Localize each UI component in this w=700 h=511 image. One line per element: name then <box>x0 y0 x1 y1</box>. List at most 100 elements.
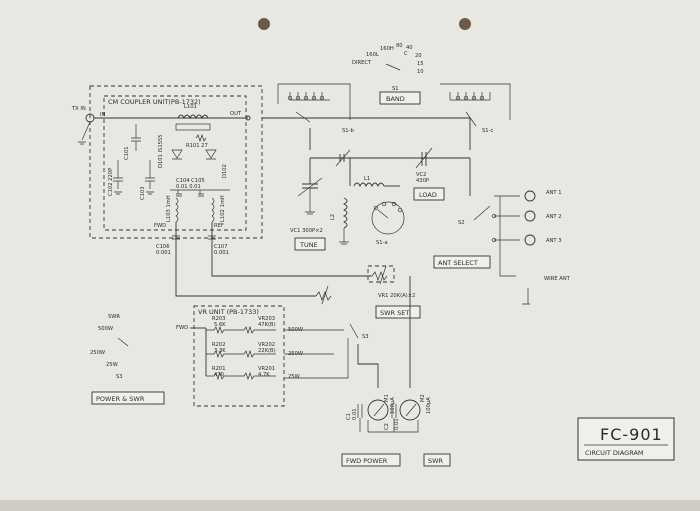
vr-25w-label: 25W <box>288 374 300 380</box>
s2-label: S2 <box>458 220 465 226</box>
m1-label: M1 <box>384 394 390 402</box>
diagram-subtitle: CIRCUIT DIAGRAM <box>585 449 644 457</box>
l101-core <box>175 123 211 131</box>
vr203-value: 47K(B) <box>258 322 276 328</box>
band-pos-15: 15 <box>417 61 424 67</box>
load-box <box>413 187 445 201</box>
coupler-in-label: IN <box>100 112 106 118</box>
s3-label: S3 <box>362 334 369 340</box>
c103-capacitor <box>145 160 155 189</box>
swr-box-label: SWR <box>428 457 444 465</box>
ant-switch-wiring <box>494 195 520 277</box>
vr201-label: VR201 <box>258 366 275 372</box>
band-box-label: BAND <box>386 95 405 103</box>
swr-set-box <box>375 305 421 319</box>
l101-coil <box>177 114 209 120</box>
l1-coil <box>353 182 385 188</box>
c101-capacitor <box>131 124 141 151</box>
vc1-ground <box>305 188 315 215</box>
s1c-contact-1 <box>455 95 461 101</box>
r203-vr203-chain <box>206 325 276 335</box>
band-pos-160l: 160L <box>366 52 379 58</box>
r201-vr201-chain <box>206 371 276 381</box>
m2-value: 100μA <box>426 397 432 414</box>
vr1-a-arrow <box>321 285 329 305</box>
coupler-ref-label: REF <box>214 223 224 229</box>
s1b-wiper <box>295 111 311 123</box>
coupler-out-label: OUT <box>230 111 242 117</box>
l2-label: L2 <box>330 214 336 220</box>
c106-value: 0.001 <box>156 250 171 256</box>
coupler-fwd-label: FWD <box>154 223 166 229</box>
band-box <box>379 91 421 105</box>
band-selector-dial: 160H 80 40 160L C 20 DIRECT 15 10 <box>352 43 424 75</box>
coupler-unit-title: CM COUPLER UNIT(PB-1732) <box>108 98 201 106</box>
c1-value: 0.01 <box>352 408 358 420</box>
ant1-label: ANT 1 <box>546 190 562 196</box>
l101-label: L101 <box>184 104 197 110</box>
ref-to-vr1-line <box>211 260 372 277</box>
l102-choke <box>211 197 215 223</box>
r203-value: 5.6K <box>214 322 226 328</box>
d101-label: D101 IS1555 <box>158 134 164 168</box>
m1-needle <box>373 403 385 417</box>
vr1-a <box>315 291 332 301</box>
s1a-wiper <box>377 209 389 219</box>
c1-label: C1 <box>346 413 352 420</box>
punch-hole-left <box>258 18 270 30</box>
ant3-connector <box>524 234 536 246</box>
ant2-connector <box>524 210 536 222</box>
s1a-rotary <box>371 201 405 235</box>
meter-ground-wiring <box>359 418 419 433</box>
r101-resistor <box>195 133 207 143</box>
band-pos-40: 40 <box>406 45 413 51</box>
swr-box <box>423 453 451 467</box>
c1-c2-caps <box>357 404 397 418</box>
s2-contact-3 <box>491 237 497 243</box>
vr202-value: 22K(B) <box>258 348 276 354</box>
title-block <box>577 417 675 461</box>
power-swr-box <box>91 391 165 405</box>
band-pos-direct: DIRECT <box>352 60 372 66</box>
vr1-b <box>371 271 388 281</box>
s1a-contact-3 <box>391 201 397 207</box>
swr-switch-s3: S3 <box>116 374 123 380</box>
fwd-to-vr-line <box>175 260 316 297</box>
tx-in-ground <box>78 141 86 145</box>
band-pos-80: 80 <box>396 43 403 49</box>
band-dial-pointer <box>385 63 401 71</box>
c104-c105-capacitors <box>170 189 230 197</box>
c106-label: C106 <box>156 244 170 250</box>
s2-wiper <box>473 205 491 221</box>
s1b-contact-3 <box>303 95 309 101</box>
s1c-contact-4 <box>479 95 485 101</box>
d102-label: D102 <box>222 164 228 178</box>
s1a-contact-1 <box>373 205 379 211</box>
d102-diode <box>205 149 217 160</box>
s1a-contact-2 <box>381 201 387 207</box>
s1a-label: S1-a <box>376 240 388 246</box>
c107-label: C107 <box>214 244 228 250</box>
s1c-contact-2 <box>463 95 469 101</box>
band-pos-20: 20 <box>415 53 422 59</box>
series-cap <box>339 154 345 162</box>
vr1-b-arrow <box>379 265 387 285</box>
s1-label: S1 <box>392 86 399 92</box>
m2-needle <box>405 403 417 417</box>
paper-bottom-edge <box>0 500 700 511</box>
ant-select-label: ANT SELECT <box>438 259 478 267</box>
s1a-contact-4 <box>397 207 403 213</box>
vr201-value: 4.7K <box>258 372 270 378</box>
c2-value: 0.01 <box>394 418 400 430</box>
vc1-arrow <box>297 177 323 197</box>
c102-capacitor <box>113 160 123 189</box>
ant1-connector <box>524 190 536 202</box>
s2-contact-2 <box>491 213 497 219</box>
l2-ground <box>339 228 349 245</box>
coupler-out-node <box>245 115 251 121</box>
ant2-label: ANT 2 <box>546 214 562 220</box>
s1b-contact-5 <box>319 95 325 101</box>
r202-vr202-chain <box>206 349 276 359</box>
vr-to-s3-wiring <box>284 329 349 379</box>
